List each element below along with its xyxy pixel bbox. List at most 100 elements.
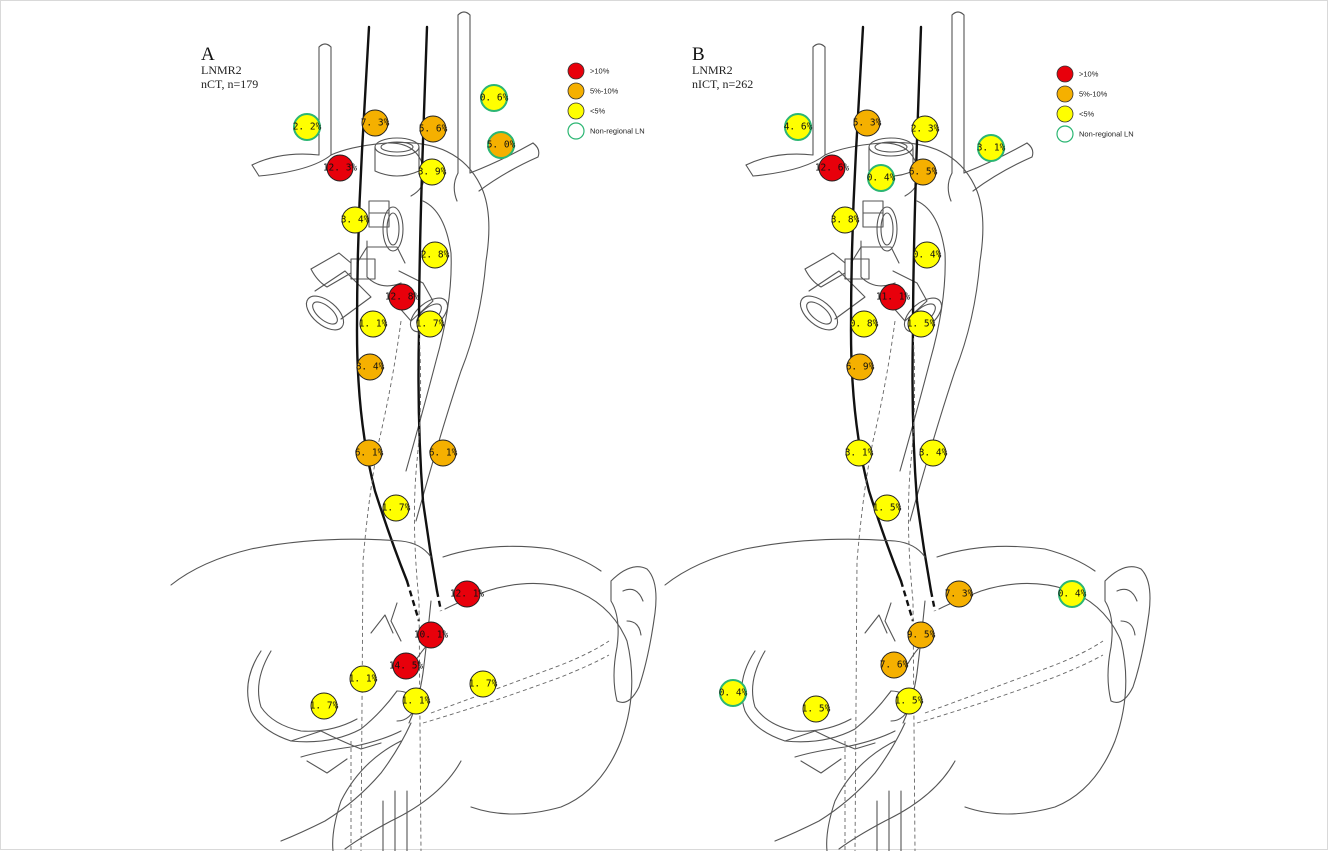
panel-b-title: LNMR2	[692, 63, 733, 77]
lymph-node-upper-left-neck: 2. 2%	[293, 114, 322, 140]
lymph-node-rate: 6. 1%	[429, 448, 458, 459]
lymph-node-lower-paraesophageal: 1. 7%	[382, 495, 411, 521]
panel-b-letter: B	[692, 44, 705, 65]
lymph-node-rate: 12. 1%	[450, 589, 485, 600]
lymph-node-rate: 12. 8%	[385, 292, 420, 303]
lymph-node-left-paratracheal: 2. 8%	[421, 242, 450, 268]
panel-a-letter: A	[201, 44, 215, 65]
lymph-node-hepatic-hilum: 1. 7%	[310, 693, 339, 719]
lymph-node-rate: 1. 5%	[802, 704, 831, 715]
legend-a: >10% 5%-10% <5% Non-regional LN	[568, 63, 645, 139]
lymph-node-left-neck-top: 0. 6%	[480, 85, 509, 111]
lymph-node-upper-left-neck: 4. 6%	[784, 114, 813, 140]
lymph-node-splenic: 1. 7%	[469, 671, 498, 697]
lymph-node-rate: 1. 7%	[382, 503, 411, 514]
lymph-node-rate: 7. 3%	[361, 118, 390, 129]
legend-swatch-nonregional	[1057, 126, 1073, 142]
lymph-node-right-bronchus: 1. 1%	[359, 311, 388, 337]
lymph-node-rate: 3. 1%	[845, 448, 874, 459]
lymph-node-rate: 0. 4%	[719, 688, 748, 699]
legend-label-low: <5%	[1079, 110, 1095, 119]
lymph-node-rate: 7. 6%	[880, 660, 909, 671]
lymph-node-liver-edge: 0. 4%	[719, 680, 748, 706]
lymph-node-rate: 1. 1%	[402, 696, 431, 707]
lymph-node-cardia: 9. 5%	[907, 622, 936, 648]
nodes-b: 4. 6% 5. 3% 2. 3% 3. 1% 12. 6% 0. 4% 6. 5% 3. 8…	[719, 110, 1087, 722]
lymph-node-left-gastric: 7. 6%	[880, 652, 909, 678]
lymph-node-rate: 10. 1%	[414, 630, 449, 641]
lymph-node-cardia-right: 7. 3%	[945, 581, 974, 607]
legend-label-mid: 5%-10%	[590, 87, 619, 96]
lymph-node-common-hepatic: 1. 1%	[349, 666, 378, 692]
panel-a-title: LNMR2	[201, 63, 242, 77]
panel-a-subtitle: nCT, n=179	[201, 77, 258, 91]
lymph-node-rate: 1. 1%	[359, 319, 388, 330]
panel-b-subtitle: nICT, n=262	[692, 77, 753, 91]
lymph-node-hepatic-hilum: 1. 5%	[802, 696, 831, 722]
legend-label-low: <5%	[590, 107, 606, 116]
lymph-node-celiac: 1. 1%	[402, 688, 431, 714]
lymph-node-subcarinal: 12. 8%	[385, 284, 420, 310]
lymph-node-rate: 1. 5%	[895, 696, 924, 707]
lymph-node-rate: 8. 4%	[356, 362, 385, 373]
lymph-node-left-recurrent-upper: 2. 3%	[911, 116, 940, 142]
lymph-node-rate: 6. 5%	[909, 167, 938, 178]
legend-b: >10% 5%-10% <5% Non-regional LN	[1057, 66, 1134, 142]
lymph-node-rate: 1. 7%	[310, 701, 339, 712]
lymph-node-rate: 2. 3%	[911, 124, 940, 135]
lymph-node-rate: 2. 8%	[421, 250, 450, 261]
lymph-node-subcarinal: 11. 1%	[876, 284, 911, 310]
lymph-node-right-paratracheal: 3. 4%	[341, 207, 370, 233]
lymph-node-splenic-hilum: 0. 4%	[1058, 581, 1087, 607]
lymph-node-rate: 1. 5%	[907, 319, 936, 330]
lymph-node-rate: 1. 1%	[349, 674, 378, 685]
legend-swatch-low	[1057, 106, 1073, 122]
lymph-node-right-bronchus: 0. 8%	[850, 311, 879, 337]
legend-label-high: >10%	[590, 67, 610, 76]
lymph-node-rate: 4. 6%	[784, 122, 813, 133]
lymph-node-rate: 1. 7%	[416, 319, 445, 330]
lymph-node-left-neck-mid: 5. 0%	[487, 132, 516, 158]
lymph-node-rate: 3. 8%	[831, 215, 860, 226]
lymph-node-rate: 1. 5%	[873, 503, 902, 514]
lymph-node-rate: 5. 0%	[487, 140, 516, 151]
lymph-node-upper-paraesophageal: 6. 9%	[846, 354, 875, 380]
legend-swatch-low	[568, 103, 584, 119]
panel-b	[665, 12, 1150, 851]
lymph-node-rate: 3. 4%	[341, 215, 370, 226]
nodes-a: 2. 2% 7. 3% 5. 6% 0. 6% 5. 0% 12. 3% 3. 9% 3. 4…	[293, 85, 516, 719]
lymph-node-rate: 0. 4%	[913, 250, 942, 261]
lymph-node-rate: 7. 3%	[945, 589, 974, 600]
legend-swatch-high	[1057, 66, 1073, 82]
panel-a	[171, 12, 656, 851]
lymph-node-upper-mediastinal: 0. 4%	[867, 165, 896, 191]
lymph-node-rate: 5. 6%	[419, 124, 448, 135]
lymph-node-right-supraclavicular: 12. 3%	[323, 155, 358, 181]
lymph-node-rate: 12. 6%	[815, 163, 850, 174]
lymph-node-upper-paraesophageal: 8. 4%	[356, 354, 385, 380]
lymph-node-rate: 1. 7%	[469, 679, 498, 690]
lymph-node-left-paratracheal: 0. 4%	[913, 242, 942, 268]
legend-swatch-nonregional	[568, 123, 584, 139]
lymph-node-cardia-right: 12. 1%	[450, 581, 485, 607]
lymph-node-rate: 0. 6%	[480, 93, 509, 104]
lymph-node-rate: 2. 2%	[293, 122, 322, 133]
legend-swatch-mid	[568, 83, 584, 99]
lymph-node-rate: 12. 3%	[323, 163, 358, 174]
legend-label-mid: 5%-10%	[1079, 90, 1108, 99]
lymph-node-rate: 11. 1%	[876, 292, 911, 303]
lymph-node-rate: 3. 9%	[418, 167, 447, 178]
lymph-node-rate: 0. 4%	[867, 173, 896, 184]
legend-swatch-mid	[1057, 86, 1073, 102]
legend-swatch-high	[568, 63, 584, 79]
legend-label-nonregional: Non-regional LN	[1079, 130, 1134, 139]
legend-label-high: >10%	[1079, 70, 1099, 79]
lymph-node-rate: 6. 1%	[355, 448, 384, 459]
lymph-node-rate: 9. 5%	[907, 630, 936, 641]
lymph-node-rate: 5. 3%	[853, 118, 882, 129]
lymph-node-rate: 6. 9%	[846, 362, 875, 373]
legend-label-nonregional: Non-regional LN	[590, 127, 645, 136]
lymph-node-right-paratracheal: 3. 8%	[831, 207, 860, 233]
